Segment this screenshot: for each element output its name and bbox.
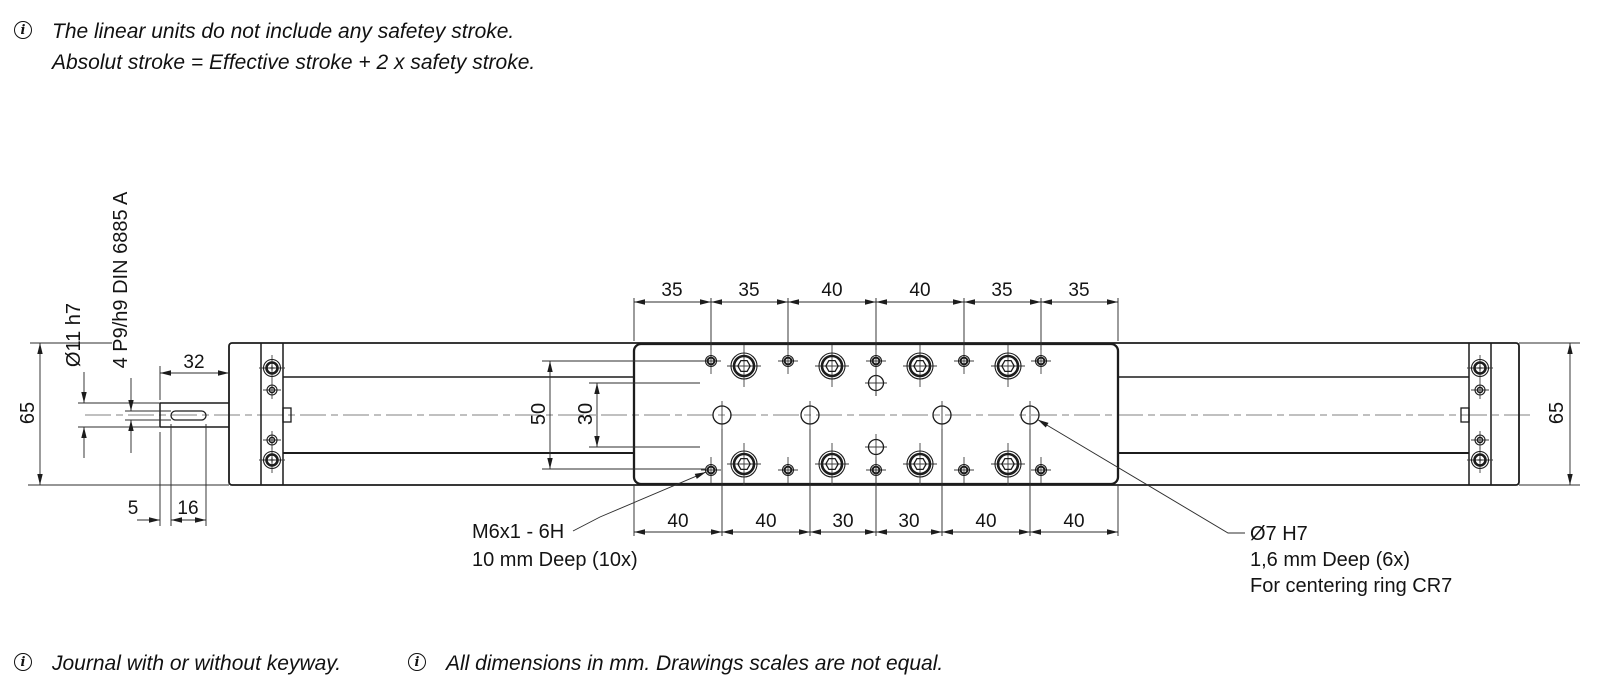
dim-top-chain: 35 35 40 40 35 35 (633, 280, 1119, 350)
callout-thread: M6x1 - 6H 10 mm Deep (10x) (472, 469, 707, 571)
dim-value: 32 (183, 352, 204, 373)
dim-value: 35 (1068, 280, 1089, 301)
right-end-cap (1460, 343, 1495, 485)
centering-hole (712, 400, 732, 430)
note-line: All dimensions in mm. Drawings scales ar… (446, 652, 944, 675)
m6-thread-hole (777, 456, 799, 484)
hex-socket-bolt (989, 343, 1027, 389)
dim-value: 16 (177, 498, 198, 519)
dim-value: 40 (909, 280, 930, 301)
hex-socket-bolt (989, 441, 1027, 487)
callout-text: 10 mm Deep (10x) (472, 549, 638, 571)
end-cap-hole (1470, 430, 1490, 450)
m6-thread-hole (1030, 456, 1052, 484)
end-cap-bolt (1465, 353, 1495, 383)
dim-value: 65 (17, 402, 39, 424)
callout-centering: Ø7 H7 1,6 mm Deep (6x) For centering rin… (1036, 417, 1452, 597)
dim-value: 35 (661, 280, 682, 301)
shaft-stub (282, 407, 292, 423)
dim-value: 50 (528, 403, 550, 425)
hex-socket-bolt (901, 343, 939, 389)
dim-keyway-spec: 4 P9/h9 DIN 6885 A (110, 191, 171, 453)
dim-journal-diameter: Ø11 h7 (63, 303, 160, 458)
m6-thread-hole (953, 347, 975, 375)
shaft-stub (1460, 407, 1470, 423)
dim-value: 4 P9/h9 DIN 6885 A (110, 191, 132, 368)
callout-text: Ø7 H7 (1250, 523, 1308, 545)
m6-thread-hole (1030, 347, 1052, 375)
note-journal: Journal with or without keyway. (14, 648, 341, 679)
dim-value: 30 (832, 511, 853, 532)
left-end-cap (257, 343, 292, 485)
callout-text: 1,6 mm Deep (6x) (1250, 549, 1410, 571)
keyway (170, 410, 207, 421)
dim-value: 5 (128, 498, 139, 519)
dim-height-left-65: 65 (17, 342, 229, 486)
dim-value: 30 (898, 511, 919, 532)
end-cap-hole (262, 380, 282, 400)
dim-value: 40 (667, 511, 688, 532)
callout-text: M6x1 - 6H (472, 521, 564, 543)
hex-socket-bolt (901, 441, 939, 487)
end-cap-hole (1470, 380, 1490, 400)
dim-row-spacing-50: 50 (528, 360, 706, 470)
hex-socket-bolt (813, 441, 851, 487)
dim-value: 40 (1063, 511, 1084, 532)
dim-value: Ø11 h7 (63, 303, 85, 367)
dim-bottom-chain: 40 40 30 30 40 40 (633, 374, 1119, 536)
end-cap-hole (262, 430, 282, 450)
dim-value: 65 (1546, 402, 1568, 424)
dim-value: 35 (991, 280, 1012, 301)
dim-value: 40 (821, 280, 842, 301)
end-cap-bolt (257, 353, 287, 383)
note-dimensions: All dimensions in mm. Drawings scales ar… (408, 648, 943, 679)
dim-value: 40 (755, 511, 776, 532)
note-line: Journal with or without keyway. (52, 652, 342, 675)
end-cap-bolt (257, 445, 287, 475)
dim-value: 30 (575, 403, 597, 425)
info-icon (14, 653, 32, 671)
callout-text: For centering ring CR7 (1250, 575, 1452, 597)
dim-height-right-65: 65 (1519, 342, 1580, 486)
m6-thread-hole (953, 456, 975, 484)
hex-socket-bolt (725, 343, 763, 389)
end-cap-bolt (1465, 445, 1495, 475)
hex-socket-bolt (725, 441, 763, 487)
dim-center-spacing-30: 30 (575, 382, 700, 448)
note-line: Absolut stroke = Effective stroke + 2 x … (52, 51, 536, 74)
dim-value: 35 (738, 280, 759, 301)
centering-hole (864, 433, 888, 461)
note-line: The linear units do not include any safe… (52, 20, 515, 43)
m6-thread-hole (777, 347, 799, 375)
dim-value: 40 (975, 511, 996, 532)
dim-journal-length-32: 32 (159, 352, 229, 400)
note-safety-stroke: The linear units do not include any safe… (14, 16, 535, 78)
m6-thread-hole (700, 456, 722, 484)
drive-journal (159, 402, 229, 428)
hex-socket-bolt (813, 343, 851, 389)
info-icon (408, 653, 426, 671)
info-icon (14, 21, 32, 39)
dim-keyway-position: 5 16 (128, 424, 207, 526)
